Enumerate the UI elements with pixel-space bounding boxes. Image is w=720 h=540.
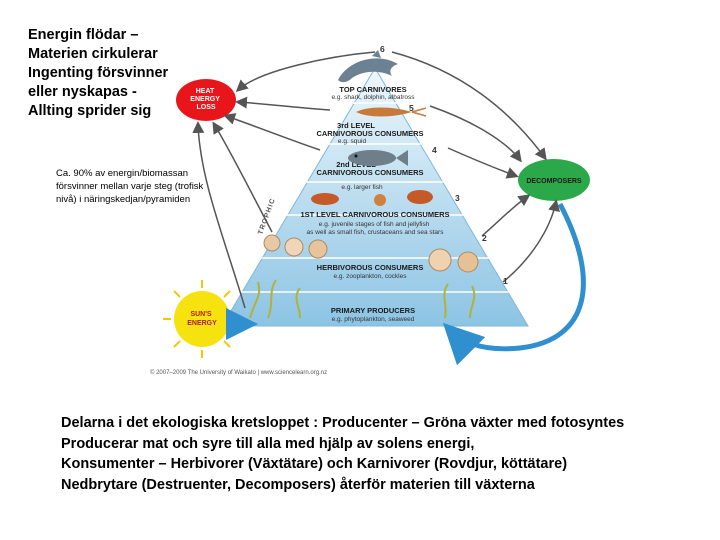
- level-producers-example: e.g. phytoplankton, seaweed: [332, 316, 415, 323]
- level-number-2: 2: [482, 233, 487, 243]
- seaweed-illustration: [249, 279, 476, 319]
- bottom-text-block: Delarna i det ekologiska kretsloppet : P…: [61, 413, 711, 495]
- level-1st-carnivores-example: e.g. juvenile stages of fish and jellyfi…: [307, 221, 445, 236]
- bottom-line-4: Nedbrytare (Destruenter, Decomposers) åt…: [61, 476, 535, 493]
- sun-energy-arrow: [225, 307, 258, 340]
- level-3rd-carnivores-title-line2: CARNIVOROUS CONSUMERS: [316, 129, 423, 138]
- bottom-line-1: Delarna i det ekologiska kretsloppet : P…: [61, 415, 625, 431]
- level-top-carnivores-title: TOP CARNIVORES: [339, 85, 406, 94]
- crustacean-illustrations: [311, 190, 433, 206]
- level-producers-title: PRIMARY PRODUCERS: [331, 306, 415, 315]
- shell-illustrations: [263, 234, 479, 273]
- sun-node: SUN'S ENERGY: [163, 280, 241, 358]
- decomposers-node: DECOMPOSERS: [518, 159, 590, 201]
- nutrient-return-arrow: [442, 202, 586, 366]
- level-number-3: 3: [455, 193, 460, 203]
- level-3rd-carnivores-title-line1: 3rd LEVEL: [337, 121, 375, 130]
- bottom-line-2: Producerar mat och syre till alla med hj…: [61, 435, 475, 452]
- level-number-6: 6: [380, 44, 385, 54]
- level-number-1: 1: [503, 276, 508, 286]
- heat-energy-loss-label: HEAT ENERGY LOSS: [190, 88, 221, 111]
- level-3rd-carnivores-example: e.g. squid: [338, 138, 367, 145]
- sun-energy-label: SUN'S ENERGY: [187, 311, 217, 327]
- dolphin-illustration: [338, 50, 398, 83]
- level-2nd-carnivores-title-line1: 2nd LEVEL: [336, 160, 376, 169]
- biomass-note: Ca. 90% av energin/biomassan försvinner …: [56, 168, 204, 205]
- level-3rd-carnivores-title: 3rd LEVEL CARNIVOROUS CONSUMERS: [316, 121, 423, 138]
- level-herbivores-example: e.g. zooplankton, cockles: [334, 273, 408, 280]
- bottom-line-3: Konsumenter – Herbivorer (Växtätare) och…: [61, 456, 568, 472]
- heading: Energin flödar – Materien cirkulerar Ing…: [28, 27, 169, 119]
- level-number-5: 5: [409, 103, 414, 113]
- level-2nd-carnivores-title-line2: CARNIVOROUS CONSUMERS: [316, 168, 423, 177]
- pyramid-level-dividers: [235, 102, 515, 293]
- level-numbers: 6 5 4 3 2 1: [380, 44, 508, 286]
- level-top-carnivores-example: e.g. shark, dolphin, albatross: [331, 94, 415, 101]
- level-herbivores-title: HERBIVOROUS CONSUMERS: [317, 263, 424, 272]
- level-1st-carnivores-example-line1: e.g. juvenile stages of fish and jellyfi…: [319, 221, 430, 228]
- level-2nd-carnivores-example: e.g. larger fish: [341, 184, 383, 191]
- copyright-text: © 2007–2009 The University of Waikato | …: [150, 369, 327, 376]
- level-2nd-carnivores-title: 2nd LEVEL CARNIVOROUS CONSUMERS: [316, 160, 423, 177]
- heat-energy-loss-node: HEAT ENERGY LOSS: [176, 79, 236, 121]
- level-number-4: 4: [432, 145, 437, 155]
- fish-illustration: [348, 150, 408, 166]
- level-1st-carnivores-example-line2: as well as small fish, crustaceans and s…: [307, 229, 445, 236]
- squid-illustration: [356, 107, 427, 117]
- energy-flow-arrows: [192, 51, 560, 309]
- level-labels: TOP CARNIVORES e.g. shark, dolphin, alba…: [300, 85, 449, 323]
- level-1st-carnivores-title: 1ST LEVEL CARNIVOROUS CONSUMERS: [300, 210, 449, 219]
- decomposers-label: DECOMPOSERS: [526, 178, 582, 185]
